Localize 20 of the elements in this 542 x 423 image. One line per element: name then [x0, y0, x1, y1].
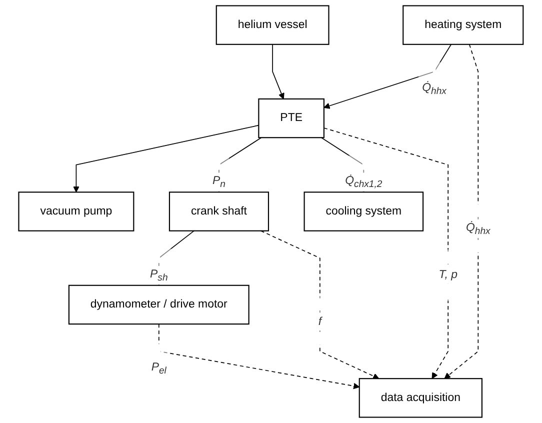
- node-box: PTE: [258, 98, 325, 138]
- node-box: data acquisition: [358, 378, 483, 418]
- edge-label: P$_{sh}$: [150, 268, 168, 283]
- node-box: cooling system: [304, 192, 424, 232]
- arrow: [272, 44, 284, 100]
- node-box: vacuum pump: [18, 192, 134, 232]
- node-box: heating system: [402, 5, 524, 45]
- arrow: [158, 324, 360, 390]
- node-box: crank shaft: [169, 192, 270, 232]
- edge-label: f: [318, 315, 322, 328]
- edge-label: P$_{el}$: [151, 361, 166, 376]
- node-box: dynamometer / drive motor: [68, 284, 250, 325]
- edge-label: Q̇$_{hhx}$: [422, 82, 446, 96]
- arrow: [444, 44, 479, 379]
- arrow: [324, 128, 449, 379]
- edge-label: P$_{n}$: [212, 174, 226, 190]
- edge-label: Q̇$_{hhx}$: [466, 221, 490, 236]
- edge-label: T, p: [438, 268, 458, 282]
- arrow: [260, 230, 380, 380]
- node-box: helium vessel: [216, 5, 330, 45]
